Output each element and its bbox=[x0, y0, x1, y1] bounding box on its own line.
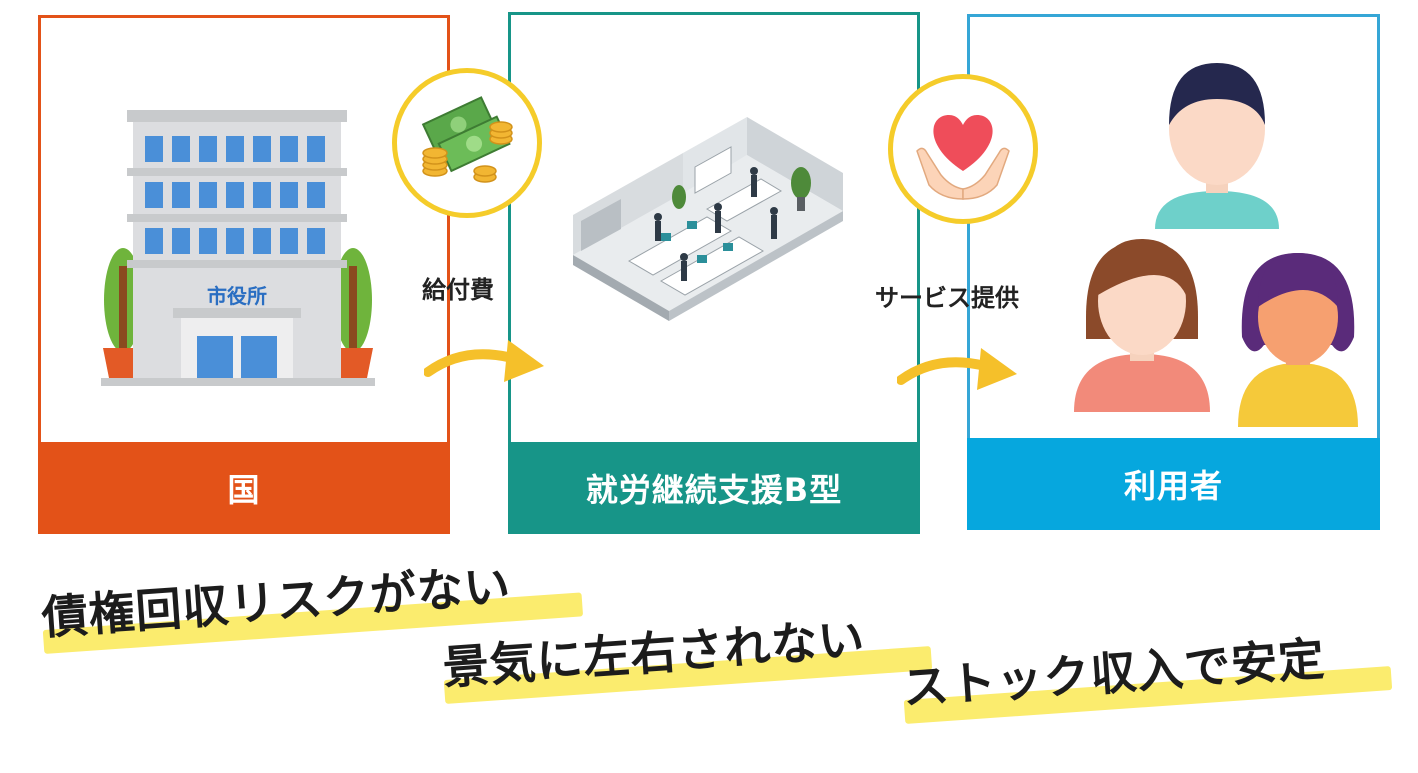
people-icon bbox=[1074, 63, 1358, 427]
money-badge bbox=[392, 68, 542, 218]
arrow-right-icon bbox=[424, 340, 544, 382]
panel-office-label: 就労継続支援B型 bbox=[508, 442, 920, 534]
slogan-3: ストック収入で安定 bbox=[900, 623, 1393, 724]
panel-government-label: 国 bbox=[38, 442, 450, 534]
panel-government: 市役所 国 bbox=[38, 15, 450, 534]
heart-hands-icon bbox=[916, 115, 1010, 200]
panel-users-label: 利用者 bbox=[967, 438, 1380, 530]
panel-users: 利用者 bbox=[967, 14, 1380, 530]
panel-office: 就労継続支援B型 bbox=[508, 12, 920, 534]
office-illustration-icon bbox=[573, 117, 843, 321]
building-sign: 市役所 bbox=[207, 284, 267, 308]
service-badge bbox=[888, 74, 1038, 224]
arrow-right-icon bbox=[897, 348, 1017, 390]
flow-label-benefit: 給付費 bbox=[422, 276, 494, 304]
flow-label-service: サービス提供 bbox=[875, 284, 1019, 312]
city-hall-icon: 市役所 bbox=[101, 110, 375, 386]
money-icon bbox=[421, 96, 513, 183]
